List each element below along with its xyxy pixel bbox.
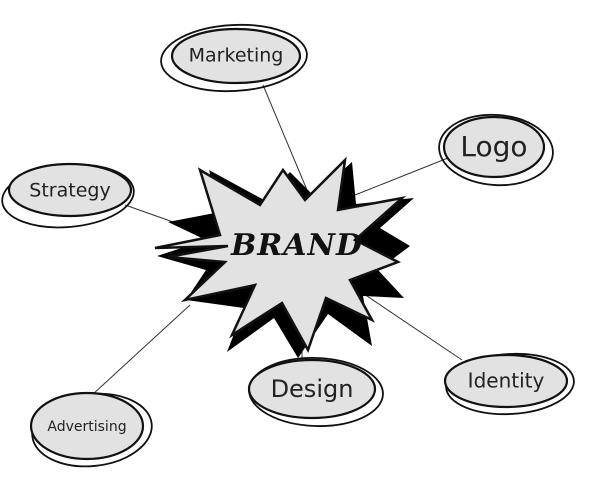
node-advertising[interactable]: Advertising <box>29 388 156 472</box>
node-advertising-ellipse <box>29 391 145 461</box>
node-marketing[interactable]: Marketing <box>159 21 308 95</box>
node-logo[interactable]: Logo <box>437 111 556 189</box>
node-advertising-label: Advertising <box>47 419 126 435</box>
connector-advertising <box>91 304 191 396</box>
node-strategy-ellipse <box>7 162 133 218</box>
connector-marketing <box>262 84 308 191</box>
node-identity[interactable]: Identity <box>443 351 576 418</box>
node-marketing-label: Marketing <box>189 45 284 67</box>
node-design[interactable]: Design <box>247 356 384 429</box>
node-strategy-label: Strategy <box>29 180 110 202</box>
node-identity-ellipse <box>443 353 569 409</box>
node-logo-outer-ring <box>438 113 554 187</box>
node-logo-ellipse <box>442 115 546 179</box>
node-marketing-outer-ring <box>160 23 308 93</box>
connector-logo <box>354 157 449 196</box>
node-identity-label: Identity <box>468 369 545 393</box>
burst-front <box>154 156 407 354</box>
center-label: BRAND <box>230 228 363 263</box>
node-marketing-ellipse <box>170 27 302 85</box>
node-logo-label: Logo <box>460 130 527 163</box>
brand-burst: BRAND <box>154 156 414 358</box>
node-strategy[interactable]: Strategy <box>0 159 136 232</box>
connector-identity <box>357 289 463 361</box>
node-design-ellipse <box>247 358 377 420</box>
node-design-label: Design <box>271 375 354 403</box>
